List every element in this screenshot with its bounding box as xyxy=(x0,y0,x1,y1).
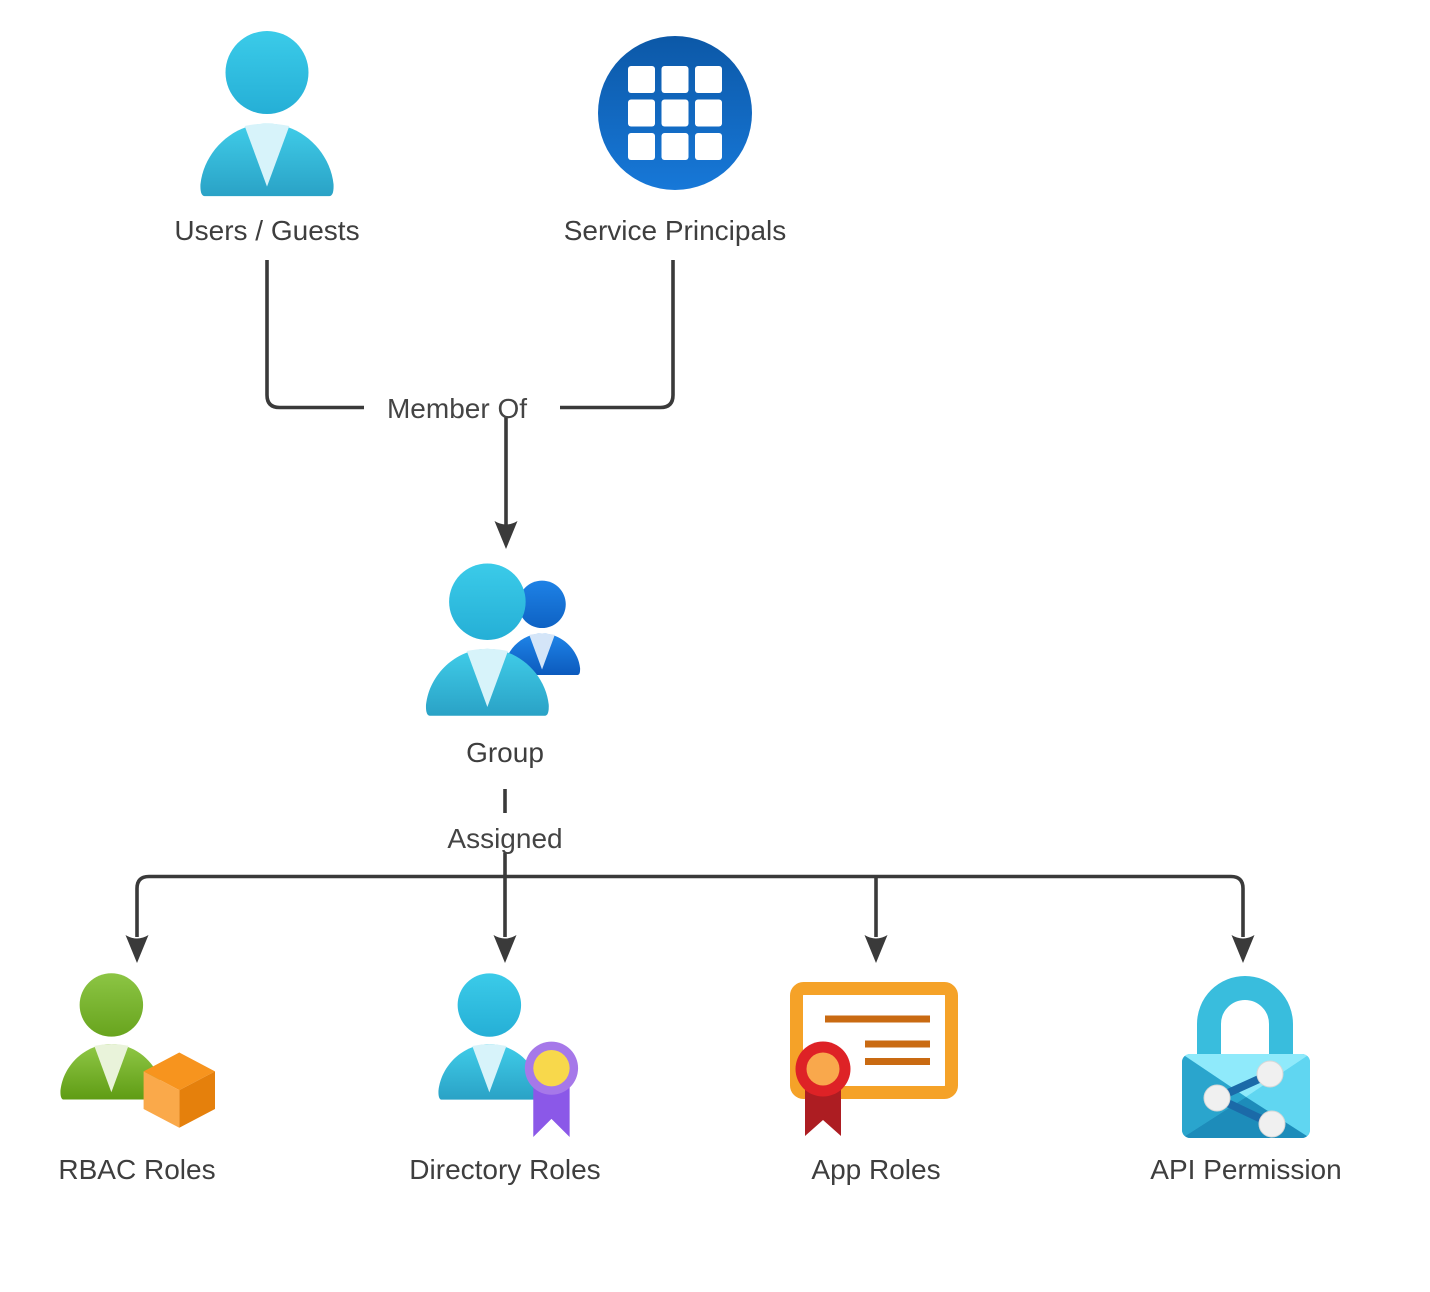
user-cube-icon xyxy=(60,973,215,1128)
drop-api xyxy=(1230,874,1245,937)
app-grid-icon xyxy=(598,36,752,190)
service-principals-label: Service Principals xyxy=(563,215,787,246)
arrowhead-app xyxy=(864,935,888,963)
edge-sp-to-memberof xyxy=(560,260,675,410)
arrowhead-api xyxy=(1231,935,1255,963)
arrowhead-group xyxy=(494,521,518,549)
group-label: Group xyxy=(466,737,544,768)
group-icon xyxy=(425,563,581,716)
arrowhead-rbac xyxy=(125,935,149,963)
user-medal-icon xyxy=(438,973,579,1137)
rbac-roles-label: RBAC Roles xyxy=(58,1154,216,1185)
app-roles-label: App Roles xyxy=(811,1154,941,1185)
user-icon xyxy=(200,31,334,197)
member-of-edge-label: Member Of xyxy=(386,393,528,424)
medal-badge xyxy=(524,1041,579,1137)
cube-badge xyxy=(143,1052,215,1128)
users-guests-label: Users / Guests xyxy=(174,215,360,246)
directory-roles-label: Directory Roles xyxy=(409,1154,601,1185)
api-permission-label: API Permission xyxy=(1150,1154,1342,1185)
lock-share-icon xyxy=(1182,976,1310,1138)
arrowhead-directory xyxy=(493,935,517,963)
assigned-edge-label: Assigned xyxy=(447,823,563,854)
certificate-icon xyxy=(790,982,958,1136)
seal-badge xyxy=(795,1041,851,1136)
edge-users-to-memberof xyxy=(265,260,364,410)
drop-rbac xyxy=(135,874,150,937)
